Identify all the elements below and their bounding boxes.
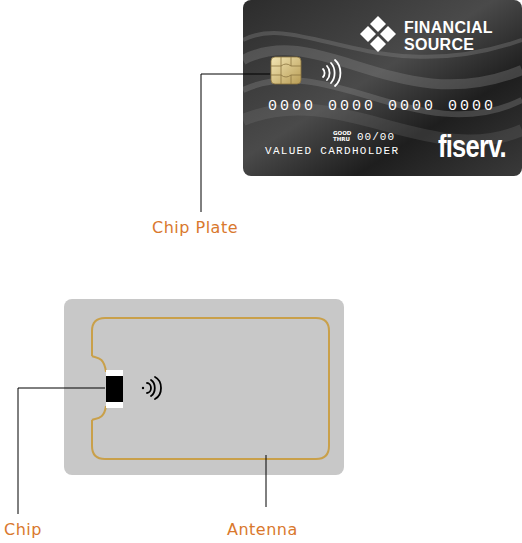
leader-line (201, 74, 270, 212)
chip (106, 376, 123, 402)
payment-card: FINANCIAL SOURCE 0000 0000 0000 0000GOOD … (243, 0, 522, 176)
good-thru-caption: GOOD THRU (333, 130, 355, 142)
bank-name: FINANCIAL SOURCE (404, 19, 516, 53)
issuer-logo: fiserv. (438, 128, 518, 164)
expiry-date: 00/00 (357, 131, 407, 144)
card-body (64, 299, 344, 475)
card-number: 0000 0000 0000 0000 (268, 98, 518, 116)
card-body (243, 0, 522, 176)
chip-module (106, 370, 123, 408)
chip-plate (271, 57, 301, 84)
contactless-symbol (323, 60, 340, 86)
leader-line (18, 388, 105, 514)
part-label: Chip (3, 520, 43, 539)
part-label: Chip Plate (151, 218, 239, 237)
antenna-coil (92, 318, 329, 459)
part-label: Antenna (226, 520, 299, 539)
card-waves (243, 33, 522, 140)
contactless-symbol (142, 377, 161, 399)
leader-line (266, 455, 267, 507)
logo-mark (360, 16, 396, 52)
cardholder-name: VALUED CARDHOLDER (265, 145, 425, 158)
